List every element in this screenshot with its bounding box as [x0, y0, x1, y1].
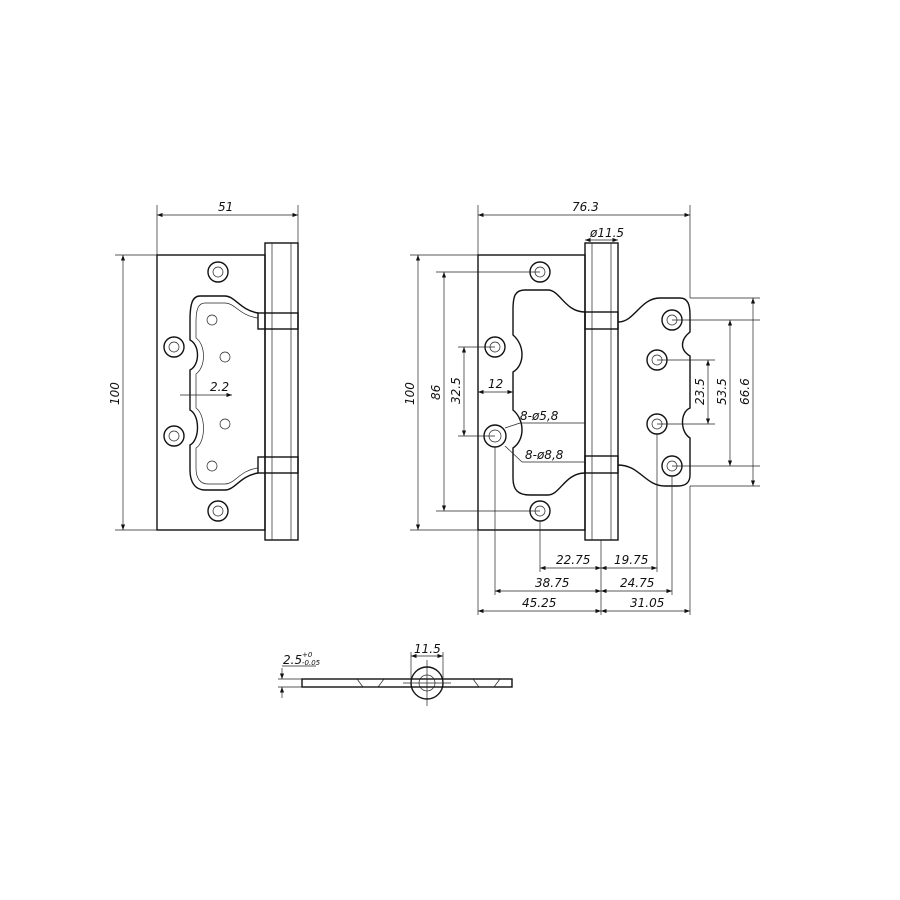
dim-bottom-0: 22.75	[556, 553, 590, 567]
right-view: 76.3 ø11.5 100 86 32.5 12 8-ø5,8 8-ø8,8 …	[403, 200, 760, 615]
dim-right-height: 100	[403, 382, 417, 405]
dim-left-height: 100	[108, 382, 122, 405]
dim-edge-offset: 12	[488, 377, 503, 391]
dim-bottom-3: 24.75	[620, 576, 654, 590]
dim-left-cutout: 2.2	[210, 380, 229, 394]
dim-bottom-5: 31.05	[630, 596, 664, 610]
dim-hole-span: 86	[429, 384, 443, 400]
dim-right-inner: 23.5	[693, 378, 707, 405]
dim-right-mid: 53.5	[715, 378, 729, 405]
dim-bottom-4: 45.25	[522, 596, 556, 610]
callout-screw-hole: 8-ø5,8	[520, 409, 559, 423]
dim-bottom-1: 19.75	[614, 553, 648, 567]
dim-knuckle-diameter: ø11.5	[589, 226, 624, 240]
dim-left-width: 51	[218, 200, 233, 214]
dim-hole-offset: 32.5	[449, 377, 463, 404]
dim-side-tol-upper: +0	[302, 651, 313, 659]
dim-side-tol-lower: -0.05	[302, 659, 321, 667]
dim-bottom-2: 38.75	[535, 576, 569, 590]
dim-side-thickness: 2.5	[283, 653, 302, 667]
screw-holes	[163, 261, 231, 522]
callout-countersink: 8-ø8,8	[525, 448, 564, 462]
left-view: 51 100 2.2	[108, 200, 299, 541]
side-view: 11.5 2.5 +0 -0.05	[278, 642, 513, 706]
dim-side-knuckle: 11.5	[414, 642, 441, 656]
dim-right-outer: 66.6	[738, 378, 752, 405]
dim-right-width: 76.3	[572, 200, 599, 214]
